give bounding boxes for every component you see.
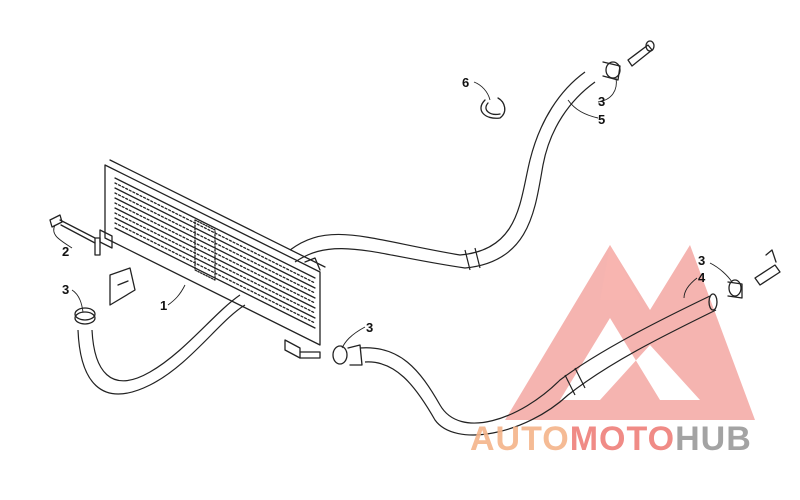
callout-1: 1 <box>160 298 167 313</box>
hose-4 <box>359 293 718 436</box>
mounting-bracket <box>109 267 136 306</box>
callout-2: 2 <box>62 244 69 259</box>
hose-lower-left <box>77 294 246 395</box>
callout-5: 5 <box>598 112 605 127</box>
watermark-hub: HUB <box>675 420 752 458</box>
callout-labels: 1 2 3 3 3 3 4 5 6 <box>62 75 706 335</box>
callout-6: 6 <box>462 75 469 90</box>
leader-lines <box>53 77 733 349</box>
watermark-auto: AUTO <box>470 420 570 458</box>
oil-cooler <box>99 159 326 359</box>
snap-ring <box>480 97 506 119</box>
hose-5 <box>289 71 596 271</box>
callout-4: 4 <box>698 270 706 285</box>
callout-3-right: 3 <box>698 253 705 268</box>
watermark-moto: MOTO <box>570 420 675 458</box>
callout-3-left: 3 <box>62 282 69 297</box>
bolt <box>49 214 96 244</box>
callout-3-top: 3 <box>598 94 605 109</box>
svg-text:AUTOMOTOHUB: AUTOMOTOHUB <box>470 420 752 458</box>
hose-fittings <box>94 40 781 286</box>
hose-clamps <box>74 61 743 366</box>
watermark-text: AUTOMOTOHUB <box>470 420 752 458</box>
callout-3-middle: 3 <box>366 320 373 335</box>
watermark-logo <box>505 245 755 420</box>
